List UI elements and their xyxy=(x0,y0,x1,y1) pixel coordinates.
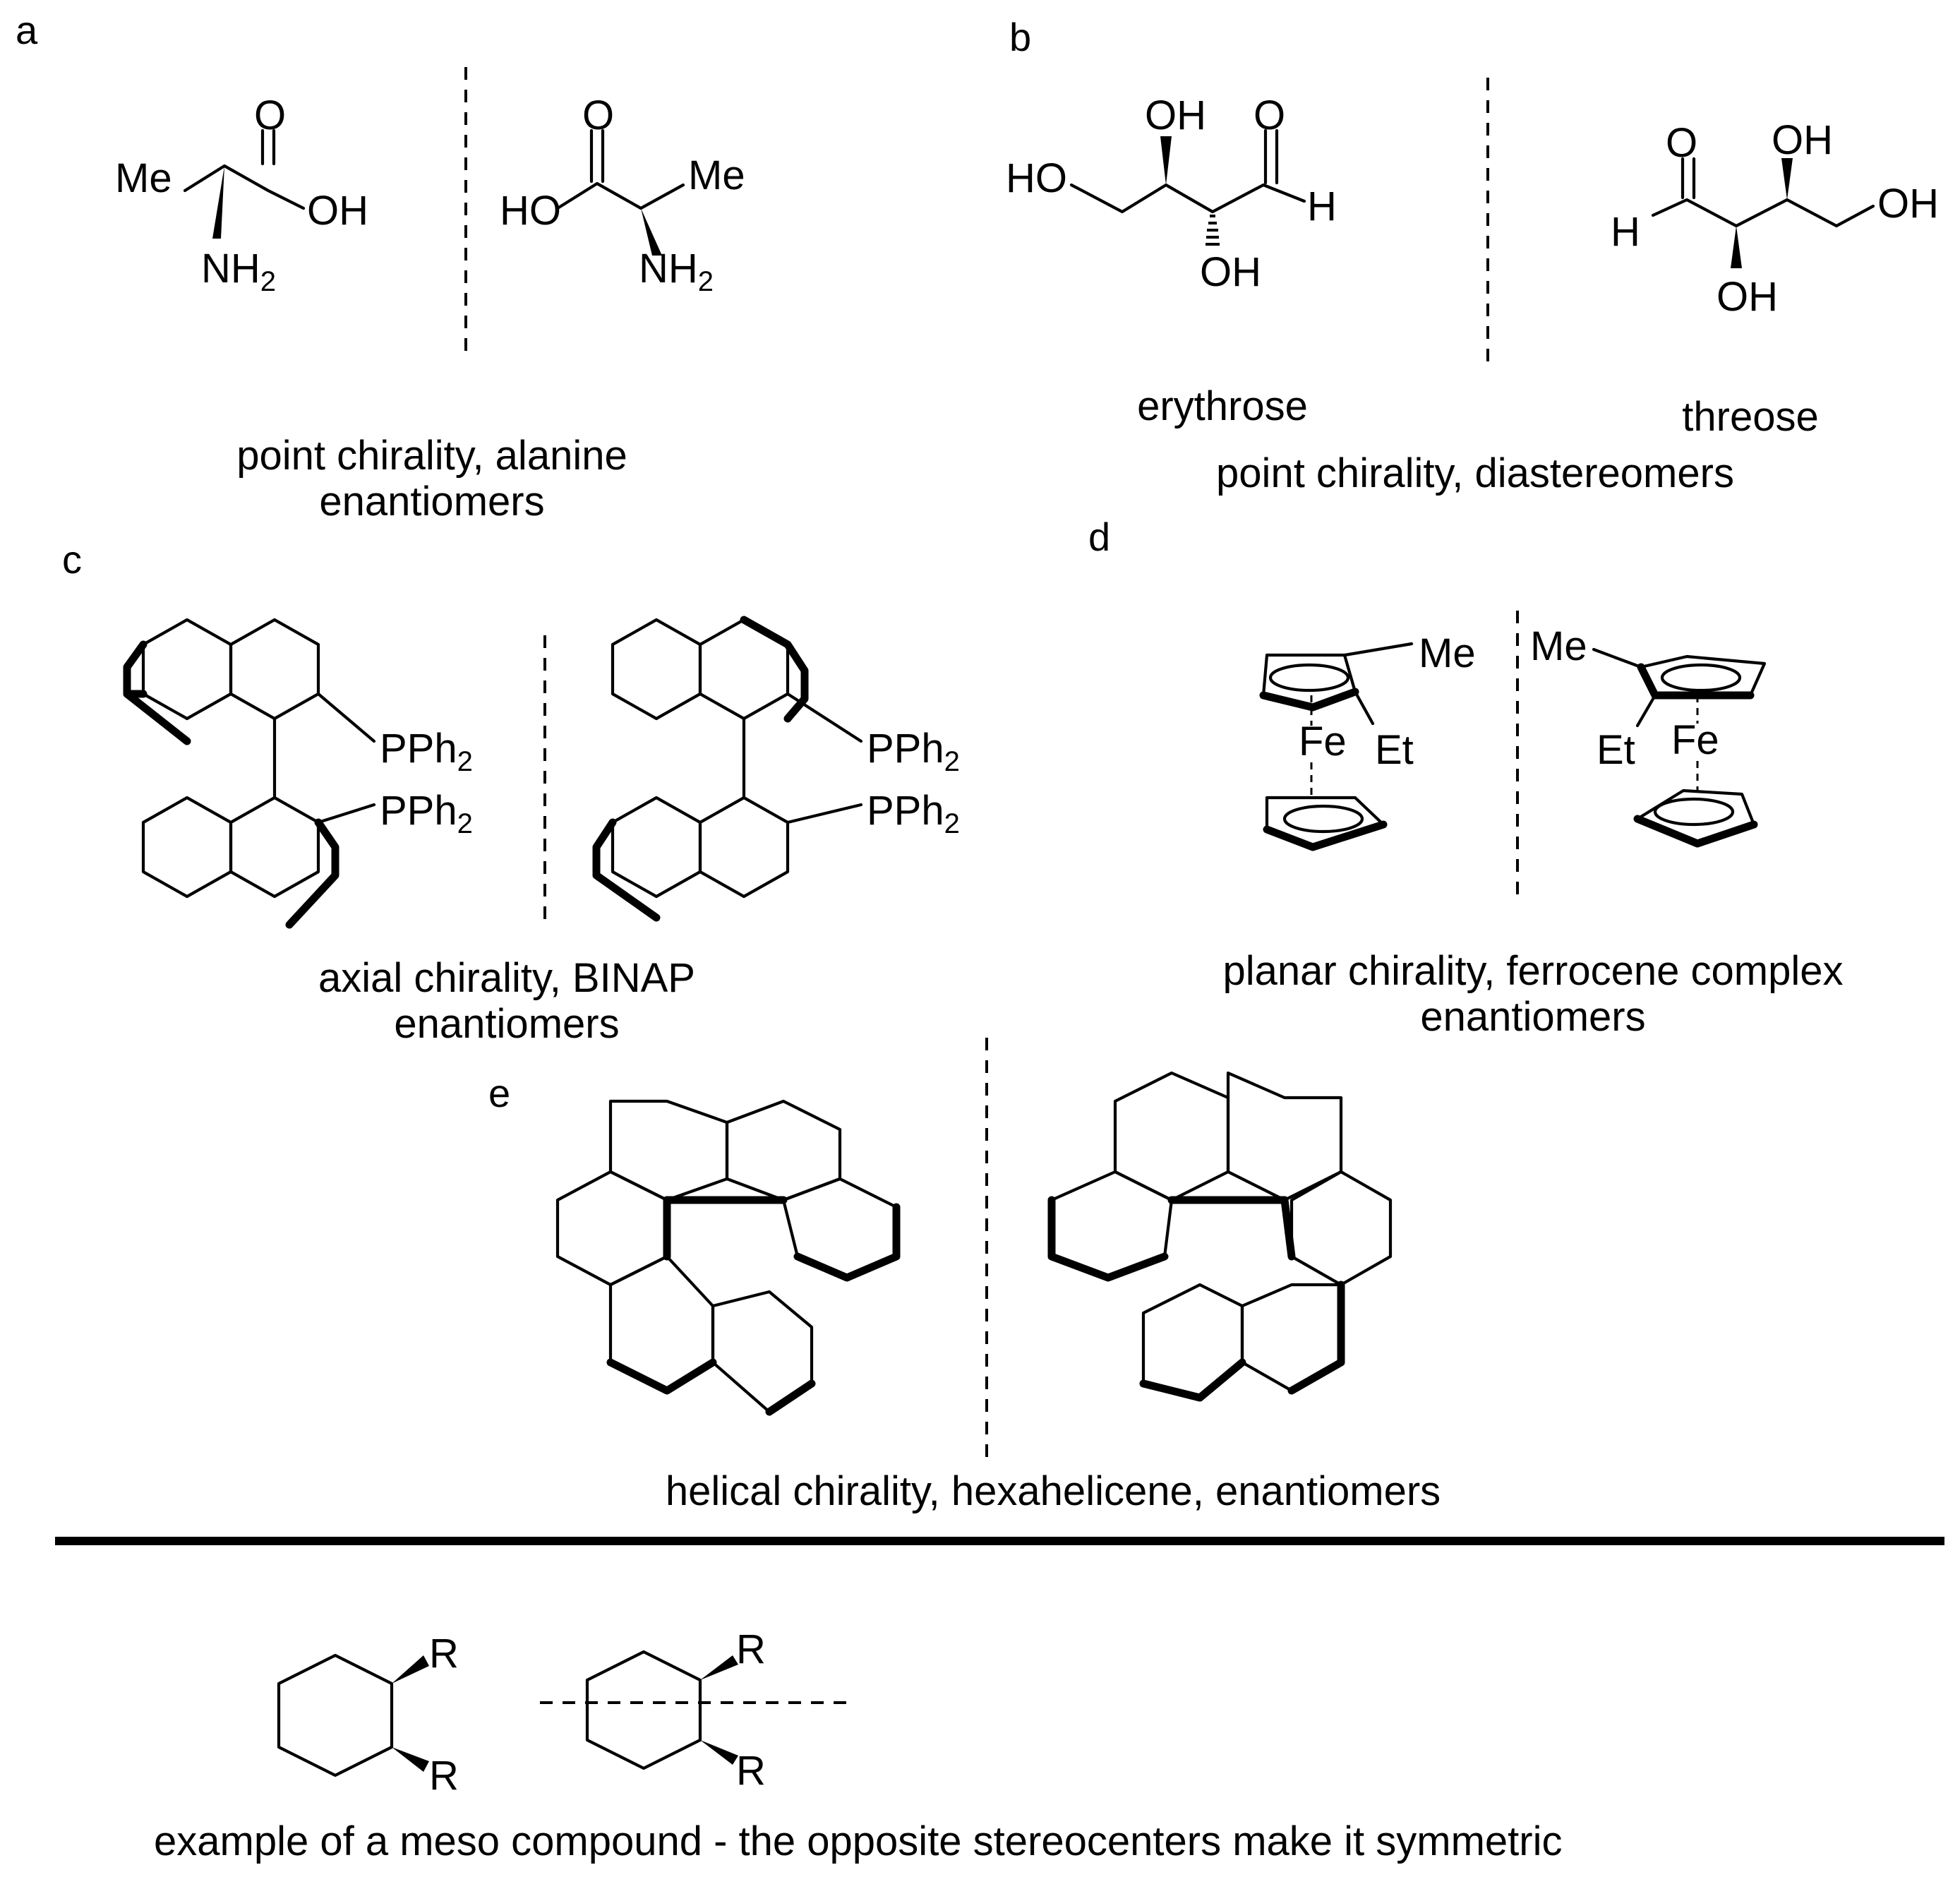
panel-letter-e: e xyxy=(488,1071,510,1115)
caption-a-line1: point chirality, alanine xyxy=(236,433,627,479)
alanine-left-nh2: NH2 xyxy=(201,246,276,297)
caption-b: point chirality, diastereomers xyxy=(1216,450,1734,496)
caption-c-line2: enantiomers xyxy=(394,1001,619,1047)
alanine-right-me: Me xyxy=(688,152,745,198)
panel-c: c PPh2 PPh2 xyxy=(62,537,960,1047)
erythrose-oh-top: OH xyxy=(1145,92,1206,138)
meso-left-r-bottom: R xyxy=(429,1753,459,1799)
binap-right: PPh2 PPh2 xyxy=(592,616,960,922)
erythrose-label: erythrose xyxy=(1137,383,1308,429)
erythrose-h: H xyxy=(1307,184,1337,229)
threose-oh-end: OH xyxy=(1877,181,1939,227)
alanine-right-ho: HO xyxy=(500,188,561,234)
meso-right-r-top: R xyxy=(736,1626,766,1672)
erythrose-ho: HO xyxy=(1006,155,1067,201)
panel-d: d Me Et Fe Me xyxy=(1088,515,1843,1040)
meso-left: R R xyxy=(277,1631,459,1799)
threose-label: threose xyxy=(1682,394,1818,440)
threose-o: O xyxy=(1666,120,1697,166)
erythrose-hash-bond xyxy=(1206,215,1220,246)
meso-right: R R xyxy=(540,1626,854,1794)
ferrocene-right-et: Et xyxy=(1597,727,1635,773)
binap-left: PPh2 PPh2 xyxy=(123,618,473,929)
binap-left-pph2-bottom: PPh2 xyxy=(380,788,473,839)
panel-a: a Me O OH NH2 O HO Me NH2 point chiralit… xyxy=(16,8,745,524)
binap-right-pph2-bottom: PPh2 xyxy=(867,788,960,839)
caption-e: helical chirality, hexahelicene, enantio… xyxy=(666,1468,1441,1514)
threose-oh-bottom: OH xyxy=(1716,274,1778,320)
alanine-left-o: O xyxy=(254,92,286,138)
alanine-right: O HO Me NH2 xyxy=(500,92,745,297)
caption-d-line2: enantiomers xyxy=(1420,994,1645,1040)
alanine-right-nh2: NH2 xyxy=(639,246,714,297)
ferrocene-right-me: Me xyxy=(1530,623,1587,669)
ferrocene-left-fe: Fe xyxy=(1299,719,1347,764)
panel-letter-d: d xyxy=(1088,515,1110,559)
hexahelicene-left xyxy=(555,1099,901,1416)
hexahelicene-right xyxy=(1047,1071,1393,1402)
caption-d-line1: planar chirality, ferrocene complex xyxy=(1223,948,1844,994)
meso-right-r-bottom: R xyxy=(736,1748,766,1794)
caption-c-line1: axial chirality, BINAP xyxy=(318,955,695,1001)
ferrocene-right: Me Et Fe xyxy=(1530,623,1767,848)
caption-a-line2: enantiomers xyxy=(319,479,544,524)
erythrose-oh-bottom: OH xyxy=(1200,249,1261,295)
binap-left-pph2-top: PPh2 xyxy=(380,726,473,777)
threose-structure: O OH OH H OH xyxy=(1611,117,1939,320)
alanine-left-oh: OH xyxy=(307,188,368,234)
panel-b: b HO OH O H OH O xyxy=(1006,15,1939,496)
panel-letter-c: c xyxy=(62,537,82,582)
binap-right-pph2-top: PPh2 xyxy=(867,726,960,777)
caption-meso: example of a meso compound - the opposit… xyxy=(154,1818,1562,1864)
alanine-right-o: O xyxy=(582,92,614,138)
threose-oh-top: OH xyxy=(1772,117,1833,163)
alanine-left: Me O OH NH2 xyxy=(115,92,368,297)
ferrocene-right-fe: Fe xyxy=(1671,717,1719,763)
panel-e: e helical chi xyxy=(488,1038,1441,1514)
panel-letter-b: b xyxy=(1009,15,1031,59)
ferrocene-left-et: Et xyxy=(1375,727,1414,773)
ferrocene-left: Me Et Fe xyxy=(1259,630,1476,851)
panel-letter-a: a xyxy=(16,8,38,52)
meso-left-r-top: R xyxy=(429,1631,459,1677)
ferrocene-left-me: Me xyxy=(1419,630,1476,676)
threose-h: H xyxy=(1611,209,1640,255)
erythrose-o: O xyxy=(1253,92,1285,138)
erythrose-structure: HO OH O H OH xyxy=(1006,92,1337,295)
meso-section: R R R R example of a meso compound - the… xyxy=(154,1626,1562,1864)
alanine-left-me: Me xyxy=(115,155,172,201)
